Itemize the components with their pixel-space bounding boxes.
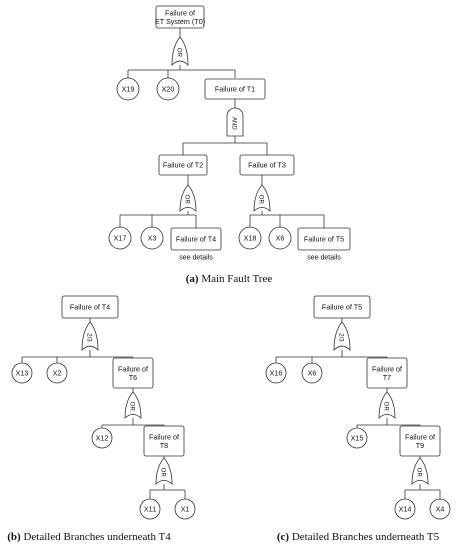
node-t5: Failure of T5 bbox=[297, 227, 351, 251]
gate-and-main-1: AND bbox=[226, 107, 244, 137]
event-x6-detail-label: X6 bbox=[308, 369, 317, 378]
gate-or-main-3-label: OR bbox=[258, 195, 264, 205]
gate-or-left-1: OR bbox=[124, 391, 142, 419]
gate-or-left-2-label: OR bbox=[160, 468, 166, 478]
caption-right: (c) Detailed Branches underneath T5 bbox=[277, 531, 440, 543]
node-t4-detail: Failure of T4 bbox=[61, 295, 119, 319]
gate-or-main-0: OR bbox=[171, 36, 189, 66]
event-x3-label: X3 bbox=[148, 234, 157, 243]
caption-right-text: Detailed Branches underneath T5 bbox=[289, 531, 440, 543]
event-x11-label: X11 bbox=[144, 505, 156, 514]
event-x2: X2 bbox=[46, 362, 68, 384]
gate-and-main-1-label: AND bbox=[231, 117, 237, 130]
node-t2: Failure of T2 bbox=[158, 154, 208, 176]
gate-or-left-2: OR bbox=[155, 457, 173, 485]
caption-main-text: Main Fault Tree bbox=[199, 273, 273, 285]
caption-main-tag: (a) bbox=[186, 273, 199, 285]
event-x15: X15 bbox=[346, 427, 368, 449]
event-x1-label: X1 bbox=[181, 505, 190, 514]
gate-or-main-0-label: OR bbox=[176, 48, 182, 58]
node-t4-detail-label: Failure of T4 bbox=[70, 303, 110, 312]
event-x20: X20 bbox=[156, 77, 180, 101]
caption-right-tag: (c) bbox=[277, 531, 290, 543]
event-x20-label: X20 bbox=[162, 85, 175, 94]
gate-or-left-1-label: OR bbox=[129, 402, 135, 412]
node-t5-label: Failure of T5 bbox=[304, 235, 344, 244]
gate-or-right-1: OR bbox=[378, 391, 396, 419]
gate-2of3-right: 2/3 bbox=[333, 321, 351, 351]
see-details-t4: see details bbox=[179, 255, 213, 262]
node-t5-detail: Failure of T5 bbox=[313, 295, 371, 319]
event-x19: X19 bbox=[116, 77, 140, 101]
event-x16-label: X16 bbox=[270, 369, 283, 378]
gate-or-right-2-label: OR bbox=[416, 468, 422, 478]
event-x14-label: X14 bbox=[399, 505, 412, 514]
event-x17: X17 bbox=[108, 226, 132, 250]
gate-or-main-3: OR bbox=[253, 184, 271, 212]
node-t1-label: Failure of T1 bbox=[215, 85, 255, 94]
event-x12: X12 bbox=[91, 427, 113, 449]
node-t4: Failure of T4 bbox=[170, 227, 222, 251]
event-x6-label: X6 bbox=[276, 234, 285, 243]
gate-or-main-2: OR bbox=[179, 184, 197, 212]
caption-left-tag: (b) bbox=[7, 531, 21, 543]
event-x13: X13 bbox=[11, 362, 33, 384]
event-x18: X18 bbox=[238, 226, 262, 250]
event-x16: X16 bbox=[265, 362, 287, 384]
gate-2of3-left: 2/3 bbox=[81, 321, 99, 351]
event-x2-label: X2 bbox=[53, 369, 62, 378]
gate-2of3-right-label: 2/3 bbox=[338, 333, 344, 342]
caption-main: (a) Main Fault Tree bbox=[186, 273, 273, 285]
event-x18-label: X18 bbox=[244, 234, 257, 243]
event-x17-label: X17 bbox=[114, 234, 127, 243]
node-t2-label: Failure of T2 bbox=[163, 161, 203, 170]
node-t3: Failue of T3 bbox=[239, 154, 295, 176]
event-x6-detail: X6 bbox=[301, 362, 323, 384]
gate-or-main-2-label: OR bbox=[184, 195, 190, 205]
node-t4-label: Failure of T4 bbox=[176, 235, 216, 244]
event-x3: X3 bbox=[140, 226, 164, 250]
node-t3-label: Failue of T3 bbox=[248, 161, 286, 170]
caption-left-text: Detailed Branches underneath T4 bbox=[21, 531, 172, 543]
event-x13-label: X13 bbox=[16, 369, 29, 378]
event-x14: X14 bbox=[394, 498, 416, 520]
event-x12-label: X12 bbox=[96, 434, 109, 443]
gate-2of3-left-label: 2/3 bbox=[86, 333, 92, 342]
event-x11: X11 bbox=[139, 498, 161, 520]
event-x4-label: X4 bbox=[436, 505, 445, 514]
event-x6: X6 bbox=[268, 226, 292, 250]
gate-or-right-2: OR bbox=[411, 457, 429, 485]
gate-or-right-1-label: OR bbox=[383, 402, 389, 412]
node-t1: Failure of T1 bbox=[204, 78, 266, 100]
event-x4: X4 bbox=[429, 498, 451, 520]
see-details-t5: see details bbox=[307, 255, 341, 262]
node-t5-detail-label: Failure of T5 bbox=[322, 303, 362, 312]
caption-left: (b) Detailed Branches underneath T4 bbox=[7, 531, 171, 543]
event-x19-label: X19 bbox=[122, 85, 135, 94]
event-x15-label: X15 bbox=[351, 434, 364, 443]
event-x1: X1 bbox=[174, 498, 196, 520]
